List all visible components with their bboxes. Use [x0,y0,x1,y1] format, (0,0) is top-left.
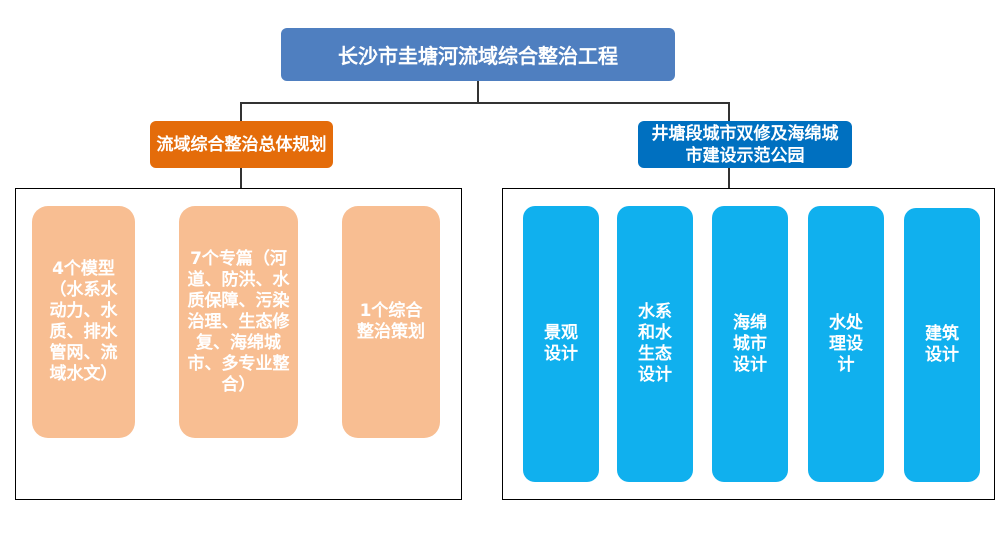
left-card-models-text: 4个模型（水系水动力、水质、排水管网、流域水文） [49,259,118,384]
left-card-plan: 1个综合整治策划 [342,206,440,438]
right-branch-node: 井塘段城市双修及海绵城市建设示范公园 [638,121,852,168]
right-card-sponge-city-text: 海绵城市设计 [733,312,767,375]
right-card-landscape: 景观设计 [523,206,599,482]
root-node: 长沙市圭塘河流域综合整治工程 [281,28,675,81]
right-card-water-treatment: 水处理设计 [808,206,884,482]
right-card-water-ecology-text: 水系和水生态设计 [638,302,672,385]
connector-root-down [477,81,479,103]
left-card-plan-text: 1个综合整治策划 [357,301,425,342]
connector-right-branch-down [728,168,730,188]
left-card-topics: 7个专篇（河道、防洪、水质保障、污染治理、生态修复、海绵城市、多专业整合） [179,206,298,438]
connector-left-branch-down [240,168,242,188]
left-card-models: 4个模型（水系水动力、水质、排水管网、流域水文） [32,206,135,438]
right-card-sponge-city: 海绵城市设计 [712,206,788,482]
right-card-water-ecology: 水系和水生态设计 [617,206,693,482]
connector-horizontal [240,102,729,104]
root-title: 长沙市圭塘河流域综合整治工程 [338,44,618,68]
connector-right-down [728,102,730,121]
left-card-topics-text: 7个专篇（河道、防洪、水质保障、污染治理、生态修复、海绵城市、多专业整合） [187,248,290,395]
right-card-water-treatment-text: 水处理设计 [829,312,863,375]
right-card-landscape-text: 景观设计 [544,323,578,364]
right-card-architecture: 建筑设计 [904,208,980,482]
right-card-architecture-text: 建筑设计 [925,324,959,365]
connector-left-down [240,102,242,121]
right-branch-title: 井塘段城市双修及海绵城市建设示范公园 [651,123,839,166]
left-branch-node: 流域综合整治总体规划 [150,121,333,168]
left-branch-title: 流域综合整治总体规划 [156,134,327,155]
